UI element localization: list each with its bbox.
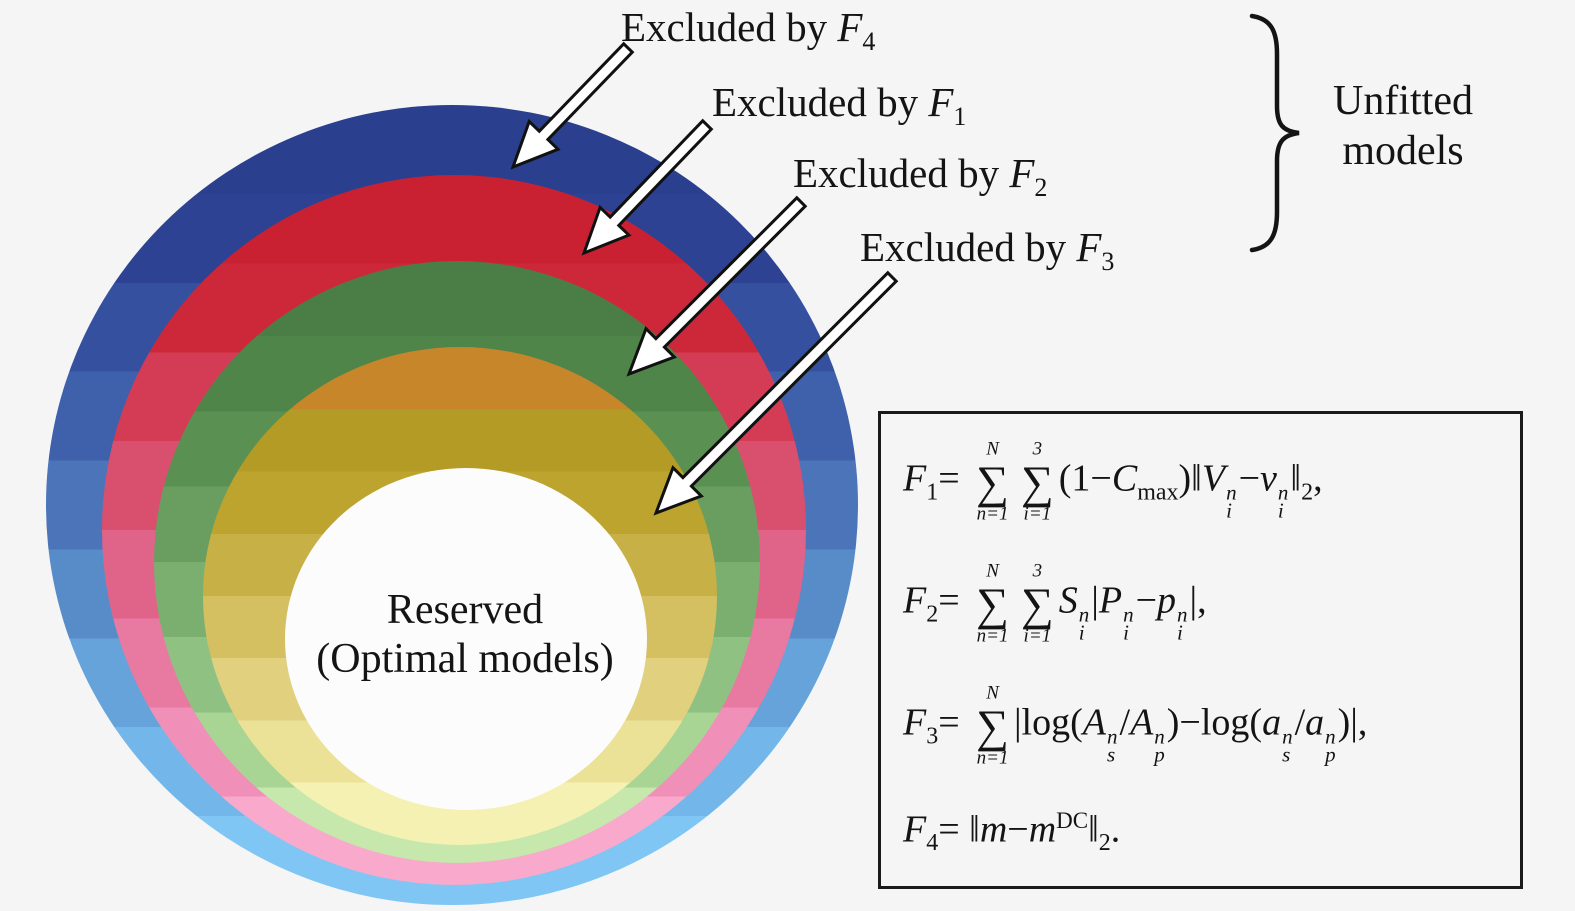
label-symbol: F (928, 79, 954, 125)
unfitted-models-label: Unfitted models (1312, 76, 1494, 176)
ring-reserved-white (285, 468, 647, 810)
callout-arrow (626, 195, 808, 377)
callout-arrow (510, 41, 635, 170)
label-subscript: 2 (1034, 173, 1048, 203)
formula-f4: F4= ‖m−mDC‖2. (903, 807, 1121, 857)
label-excluded-by-f3: Excluded by F3 (860, 224, 1114, 285)
optimal-models-line: (Optimal models) (316, 636, 614, 682)
label-text: Excluded by (860, 224, 1077, 270)
label-symbol: F (1009, 150, 1035, 196)
label-text: Excluded by (712, 79, 929, 125)
label-symbol: F (837, 4, 863, 50)
callout-arrow (653, 270, 899, 516)
models-line: models (1342, 128, 1464, 174)
label-symbol: F (1076, 224, 1102, 270)
label-text: Excluded by (793, 150, 1010, 196)
label-subscript: 1 (953, 102, 967, 132)
label-subscript: 3 (1101, 247, 1115, 277)
label-text: Excluded by (621, 4, 838, 50)
reserved-label: Reserved (Optimal models) (258, 586, 672, 684)
label-excluded-by-f1: Excluded by F1 (712, 79, 966, 140)
label-excluded-by-f2: Excluded by F2 (793, 150, 1047, 211)
unfitted-line: Unfitted (1333, 78, 1473, 124)
callout-arrow (581, 118, 714, 256)
label-excluded-by-f4: Excluded by F4 (621, 4, 875, 65)
reserved-line: Reserved (386, 587, 544, 633)
curly-brace (1249, 13, 1300, 253)
label-subscript: 4 (862, 27, 876, 57)
